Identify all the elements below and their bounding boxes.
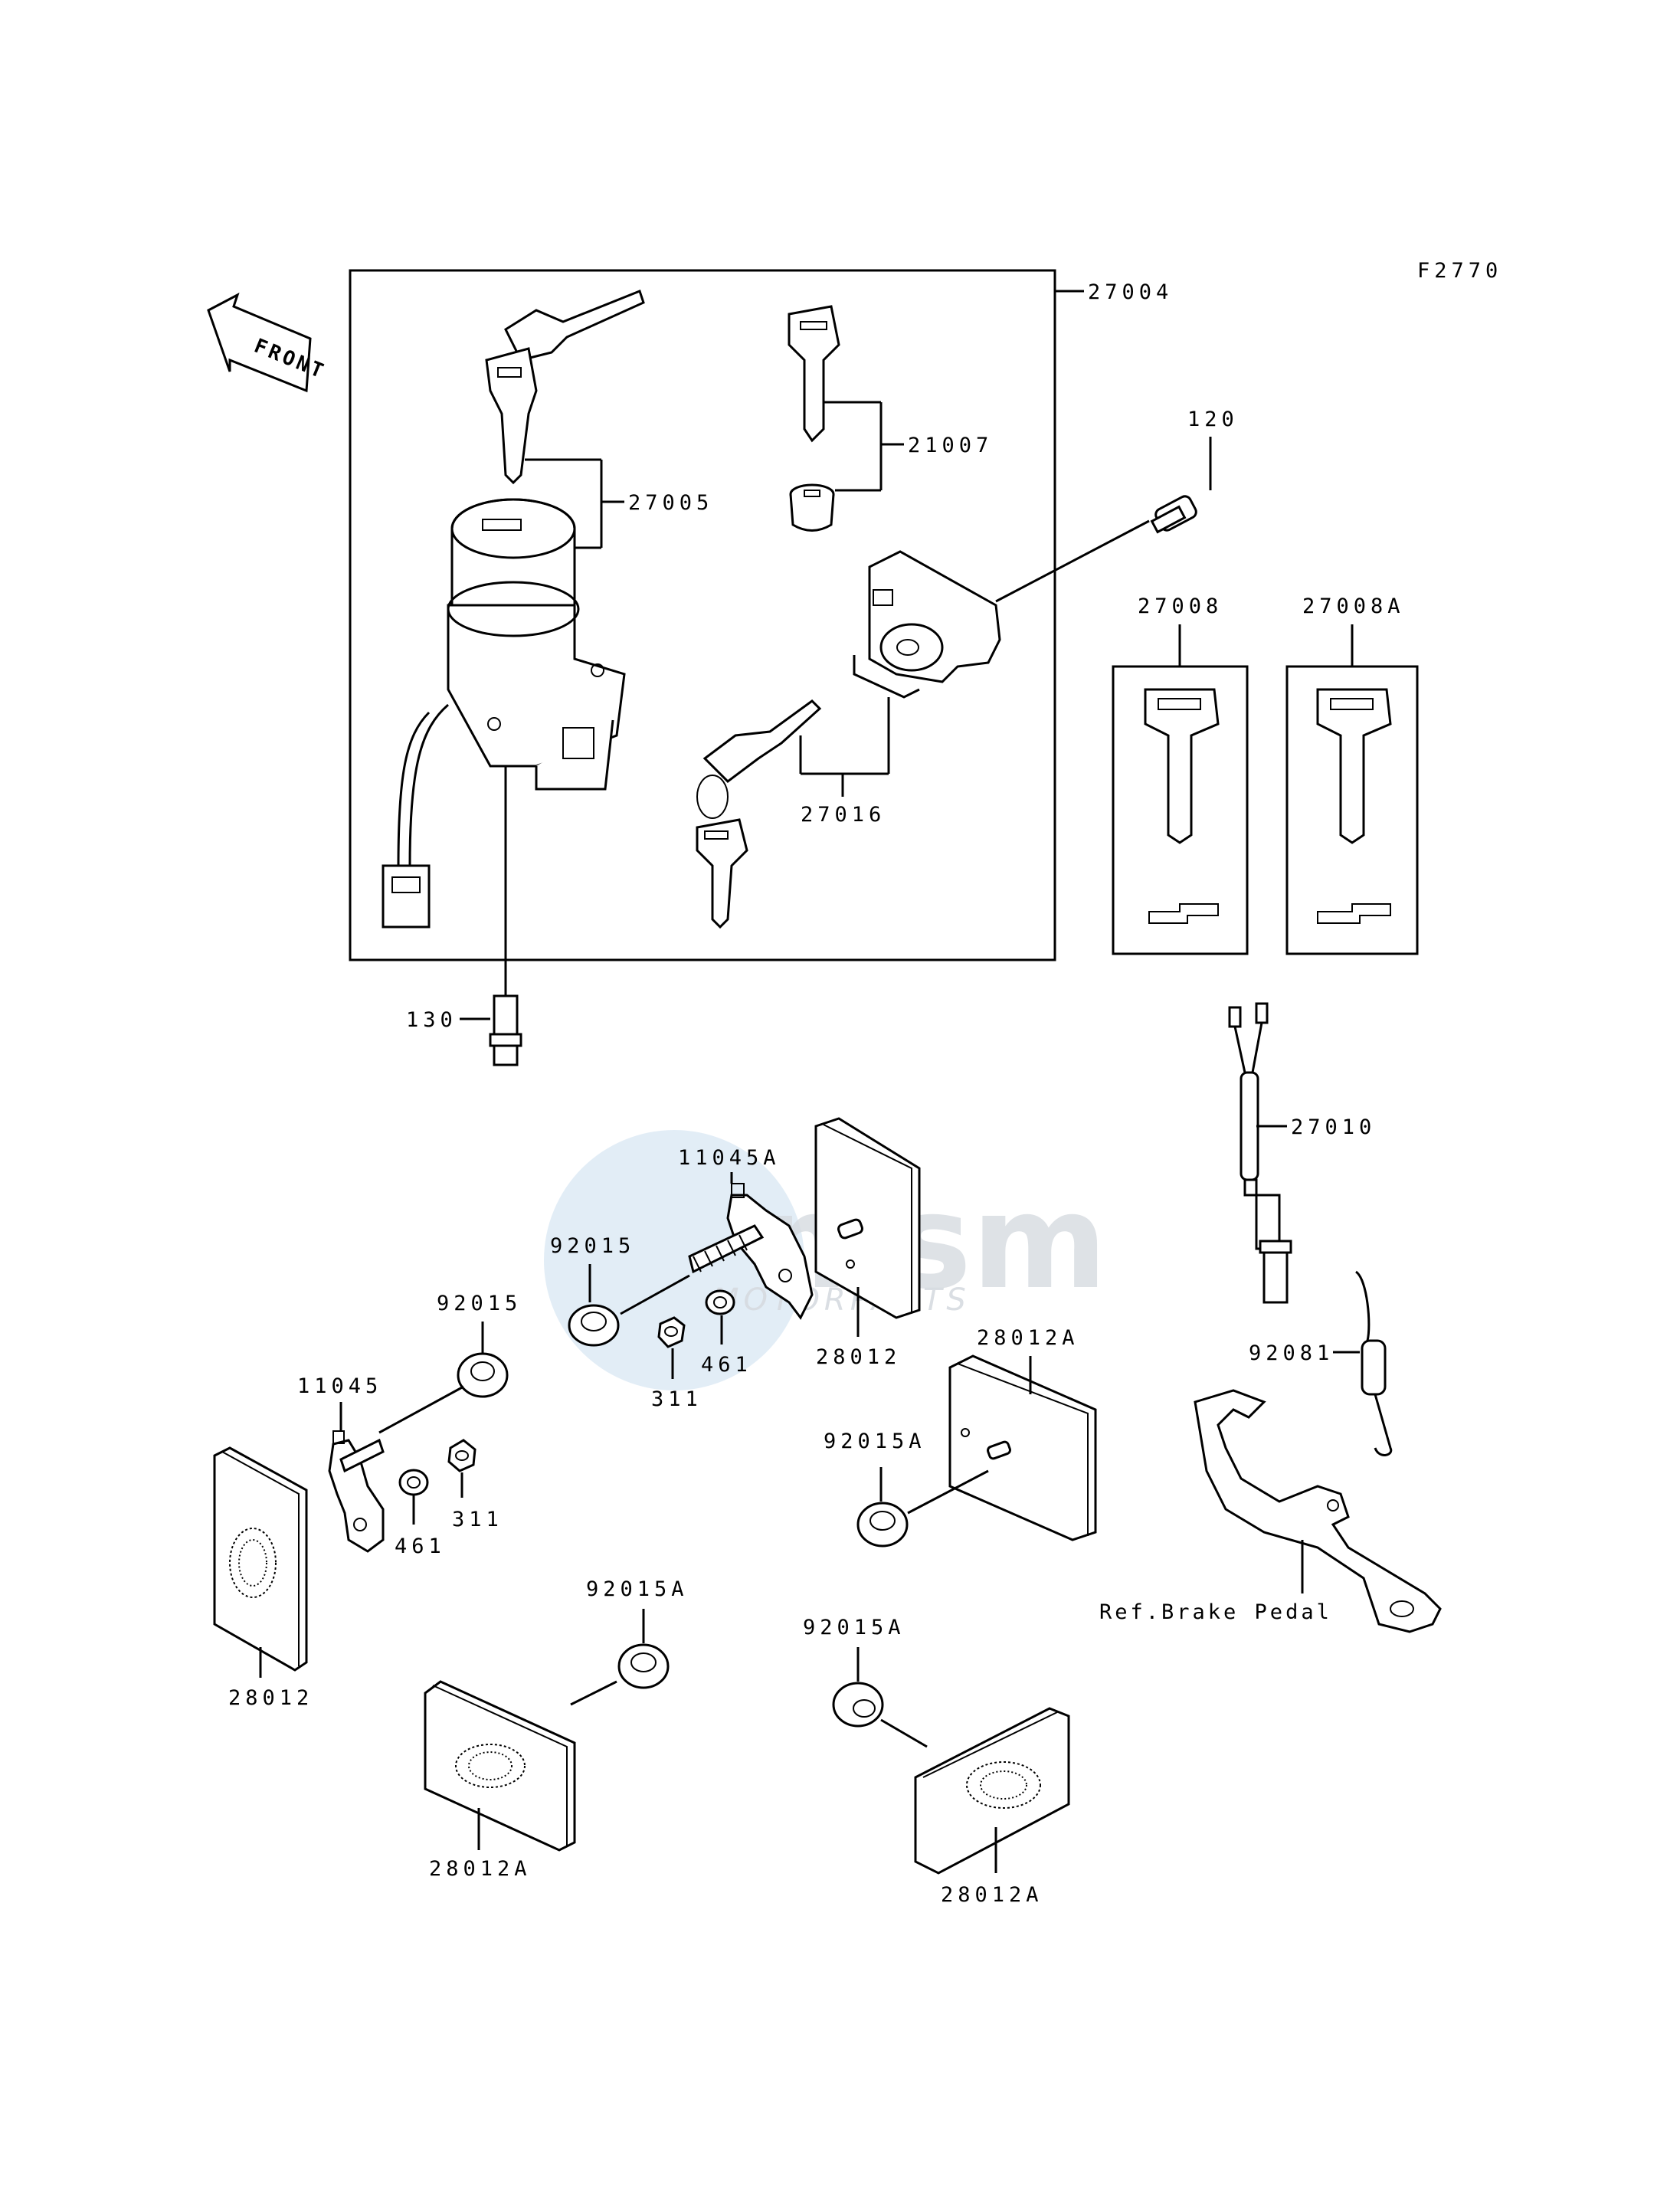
nut-311-lower (447, 1439, 476, 1472)
callout-461-lower: 461 (395, 1534, 446, 1558)
reflector-28012-left (213, 1446, 308, 1672)
callout-92015A-center: 92015A (824, 1430, 926, 1453)
bracket-11045A (688, 1183, 814, 1320)
callout-27005: 27005 (628, 491, 713, 515)
ref-brake-pedal-label: Ref.Brake Pedal (1099, 1600, 1332, 1624)
reflector-28012A-lower-right (914, 1707, 1070, 1875)
washer-461-lower (398, 1469, 429, 1496)
callout-27016: 27016 (801, 803, 886, 827)
callout-92015A-lower-left: 92015A (586, 1577, 689, 1601)
nut-92015A-lower-right (832, 1682, 884, 1728)
key-card-27008A (1285, 665, 1419, 955)
nut-311-upper (657, 1316, 686, 1348)
callout-11045A: 11045A (678, 1146, 781, 1170)
lock-key (788, 305, 840, 443)
nut-92015A-lower-left (617, 1643, 670, 1689)
callout-120: 120 (1187, 408, 1239, 431)
ignition-set-box (349, 269, 1056, 961)
nut-92015A-center (856, 1502, 909, 1548)
key-card-27008 (1112, 665, 1249, 955)
reflector-28012A-lower-middle (424, 1680, 576, 1852)
reflector-28012-top (814, 1117, 921, 1319)
brake-switch-27010 (1228, 1002, 1292, 1304)
brake-pedal-ref (1194, 1389, 1442, 1633)
callout-92015-lower: 92015 (437, 1292, 522, 1315)
callout-27008A: 27008A (1302, 594, 1405, 618)
watermark-subtitle: MOTORPARTS (712, 1282, 971, 1318)
callout-28012A-center: 28012A (977, 1326, 1079, 1350)
washer-461-upper (705, 1289, 735, 1315)
screw-120 (1150, 495, 1197, 534)
callout-92081: 92081 (1249, 1341, 1334, 1365)
callout-28012A-lower-middle: 28012A (429, 1857, 532, 1881)
seat-lock (853, 550, 1001, 699)
figure-code: F2770 (1417, 259, 1502, 283)
callout-11045: 11045 (297, 1374, 382, 1398)
callout-311-upper: 311 (651, 1387, 702, 1411)
callout-311-lower: 311 (452, 1508, 503, 1531)
callout-28012-left: 28012 (228, 1686, 313, 1710)
callout-28012A-lower-right: 28012A (941, 1883, 1043, 1907)
callout-92015A-lower-right: 92015A (803, 1616, 905, 1639)
callout-130: 130 (406, 1008, 457, 1032)
ignition-switch (382, 498, 626, 929)
ignition-keys (485, 290, 645, 485)
lock-cylinder (789, 483, 835, 532)
spring-92081 (1354, 1270, 1393, 1456)
seat-lock-keys (696, 699, 822, 929)
callout-461-upper: 461 (701, 1353, 752, 1377)
bolt-130 (489, 994, 522, 1066)
nut-92015-lower (457, 1352, 509, 1398)
callout-27004: 27004 (1088, 280, 1173, 304)
callout-92015-upper: 92015 (550, 1234, 635, 1258)
callout-27008: 27008 (1138, 594, 1223, 618)
nut-92015-upper (568, 1304, 620, 1347)
bracket-11045 (328, 1430, 385, 1553)
callout-21007: 21007 (908, 434, 993, 457)
front-arrow-icon: FRONT (207, 292, 329, 393)
callout-28012-top: 28012 (816, 1345, 901, 1369)
callout-27010: 27010 (1291, 1115, 1376, 1139)
reflector-28012A-center (948, 1354, 1097, 1541)
